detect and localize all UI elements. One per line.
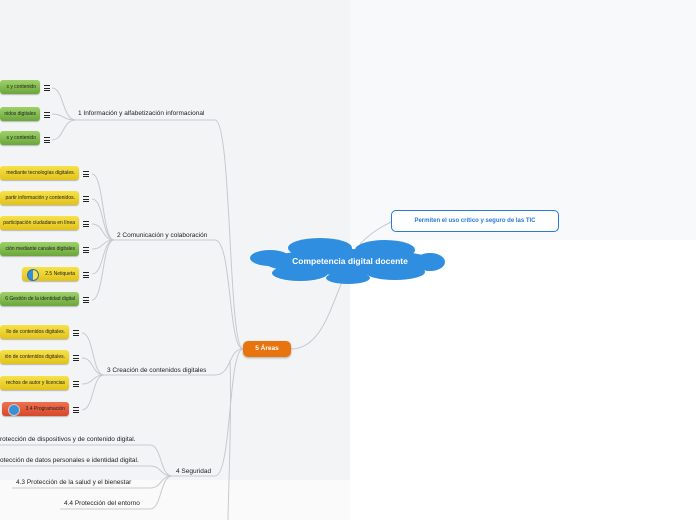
item-3-4[interactable]: 3.4 Programación bbox=[2, 402, 69, 416]
notes-icon[interactable] bbox=[83, 247, 89, 253]
central-node-label[interactable]: Competencia digital docente bbox=[292, 256, 408, 266]
topic-seguridad[interactable]: 4 Seguridad bbox=[176, 468, 212, 475]
item-4-2[interactable]: otección de datos personales e identidad… bbox=[0, 457, 139, 464]
notes-icon[interactable] bbox=[44, 85, 50, 91]
notes-icon[interactable] bbox=[73, 407, 79, 413]
item-2-3[interactable]: participación ciudadana en línea bbox=[0, 216, 79, 230]
notes-icon[interactable] bbox=[83, 297, 89, 303]
contrast-circle-icon bbox=[27, 269, 39, 281]
notes-icon[interactable] bbox=[83, 272, 89, 278]
notes-icon[interactable] bbox=[44, 112, 50, 118]
item-3-1[interactable]: llo de contenidos digitales. bbox=[0, 325, 69, 339]
topic-informacion[interactable]: 1 Información y alfabetización informaci… bbox=[78, 110, 205, 117]
notes-icon[interactable] bbox=[73, 355, 79, 361]
notes-icon[interactable] bbox=[73, 381, 79, 387]
notes-icon[interactable] bbox=[44, 137, 50, 143]
item-4-4[interactable]: 4.4 Protección del entorno bbox=[64, 500, 140, 507]
notes-icon[interactable] bbox=[83, 196, 89, 202]
item-3-2[interactable]: ión de contenidos digitales. bbox=[0, 350, 69, 364]
item-1-3[interactable]: s y contenido bbox=[0, 131, 40, 145]
item-3-4-label: 3.4 Programación bbox=[25, 406, 65, 412]
item-2-4[interactable]: ción mediante canales digitales bbox=[0, 242, 79, 256]
item-2-1[interactable]: mediante tecnologías digitales. bbox=[0, 166, 79, 180]
item-1-2[interactable]: nidos digitales bbox=[0, 107, 40, 121]
canvas-panel-bottom bbox=[0, 480, 350, 520]
item-4-1[interactable]: rotección de dispositivos y de contenido… bbox=[0, 436, 136, 443]
gear-circle-icon bbox=[8, 404, 20, 416]
item-3-3[interactable]: rechos de autor y licencias bbox=[0, 376, 69, 390]
item-1-1[interactable]: s y contenido bbox=[0, 80, 40, 94]
item-2-2[interactable]: partir información y contenidos. bbox=[0, 191, 79, 205]
notes-icon[interactable] bbox=[83, 171, 89, 177]
callout-node[interactable]: Permiten el uso crítico y seguro de las … bbox=[391, 210, 559, 232]
topic-creacion[interactable]: 3 Creación de contenidos digitales bbox=[107, 367, 207, 374]
item-4-3[interactable]: 4.3 Protección de la salud y el bienesta… bbox=[16, 479, 132, 486]
notes-icon[interactable] bbox=[73, 330, 79, 336]
canvas-panel-right bbox=[350, 0, 696, 240]
topic-comunicacion[interactable]: 2 Comunicación y colaboración bbox=[117, 232, 208, 239]
item-2-6[interactable]: 6 Gestión de la identidad digital bbox=[0, 292, 79, 306]
item-2-5-label: 2.5 Netiqueta bbox=[45, 271, 75, 277]
item-2-5[interactable]: 2.5 Netiqueta bbox=[22, 267, 79, 281]
areas-node[interactable]: 5 Áreas bbox=[243, 341, 291, 357]
notes-icon[interactable] bbox=[83, 221, 89, 227]
central-cloud-shape bbox=[250, 238, 445, 284]
